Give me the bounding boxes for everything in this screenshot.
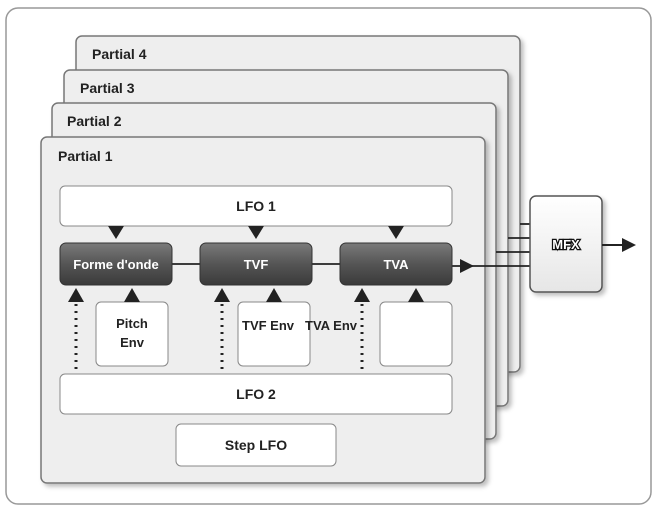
step-lfo-block: Step LFO <box>175 423 337 467</box>
mfx-output-arrow <box>602 238 636 252</box>
tva-env-block <box>379 301 453 367</box>
step-lfo-label: Step LFO <box>225 437 287 453</box>
mfx-label-outline: MFX <box>552 237 580 252</box>
pitch-env-line2: Env <box>120 335 145 350</box>
partial-1-label: Partial 1 <box>58 148 113 164</box>
tvf-env-label: TVF Env <box>242 318 295 333</box>
tva-block: TVA <box>339 242 453 286</box>
env-arrows <box>124 288 424 302</box>
tvf-env-block <box>237 301 311 367</box>
pitch-env-line1: Pitch <box>116 316 148 331</box>
tva-env-label: TVA Env <box>305 318 358 333</box>
partial-outputs <box>485 223 530 267</box>
lfo1-block: LFO 1 <box>59 185 453 227</box>
partial-2-label: Partial 2 <box>67 113 122 129</box>
lfo1-label: LFO 1 <box>236 198 276 214</box>
mfx-block: MFX MFX <box>529 195 603 293</box>
waveform-block: Forme d'onde <box>59 242 173 286</box>
pitch-env-block: Pitch Env <box>95 301 169 367</box>
tvf-label: TVF <box>244 257 269 272</box>
tva-output-arrow <box>460 259 474 273</box>
partial-4-label: Partial 4 <box>92 46 147 62</box>
lfo1-arrows <box>108 226 404 239</box>
tvf-block: TVF <box>199 242 313 286</box>
lfo2-dotted-arrows <box>68 288 370 376</box>
tva-label: TVA <box>383 257 409 272</box>
lfo2-block: LFO 2 <box>59 373 453 415</box>
mfx-label: MFX <box>552 237 580 252</box>
lfo2-label: LFO 2 <box>236 386 276 402</box>
waveform-label: Forme d'onde <box>73 257 158 272</box>
partial-3-label: Partial 3 <box>80 80 135 96</box>
